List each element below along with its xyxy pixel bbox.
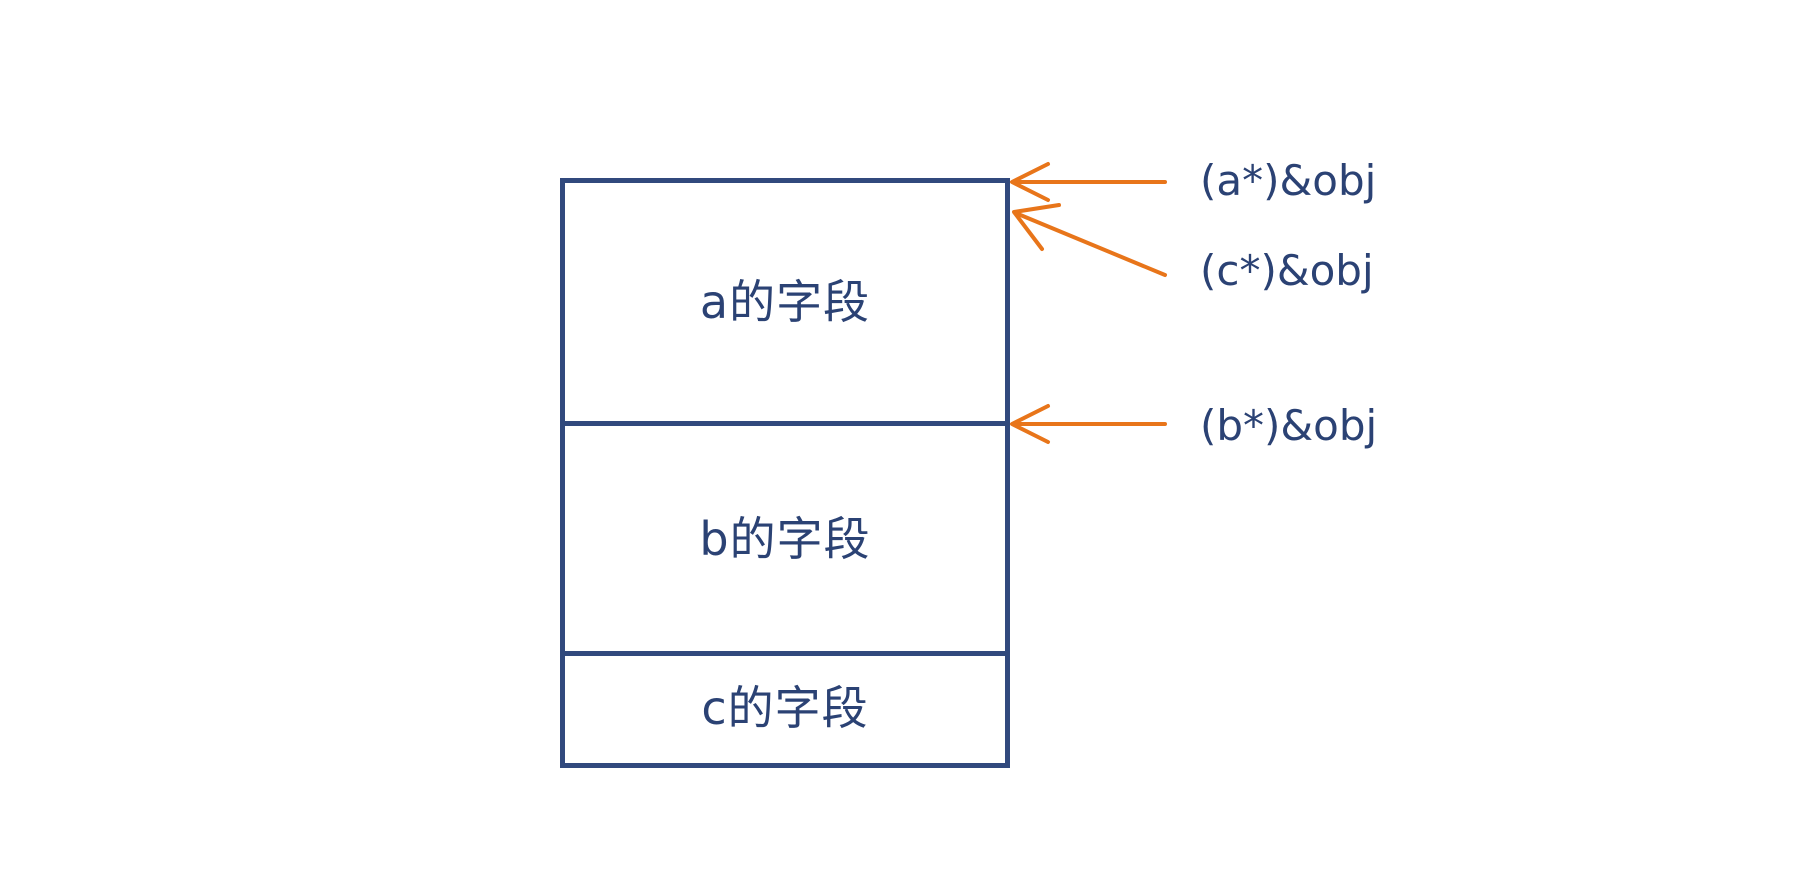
memory-field-a: a的字段	[565, 183, 1005, 421]
annotation-label-a: (a*)&obj	[1200, 156, 1377, 205]
arrow-b-pointer	[1010, 404, 1167, 444]
memory-layout-box: a的字段 b的字段 c的字段	[560, 178, 1010, 768]
memory-field-c-label: c的字段	[701, 680, 869, 735]
annotation-label-b: (b*)&obj	[1200, 401, 1378, 450]
memory-field-a-label: a的字段	[699, 275, 871, 329]
arrow-c-pointer	[1012, 203, 1167, 277]
memory-field-b: b的字段	[565, 421, 1005, 651]
memory-field-b-label: b的字段	[699, 511, 871, 566]
arrow-a-pointer	[1010, 162, 1167, 202]
annotation-label-c: (c*)&obj	[1200, 246, 1374, 295]
memory-field-c: c的字段	[565, 651, 1005, 763]
